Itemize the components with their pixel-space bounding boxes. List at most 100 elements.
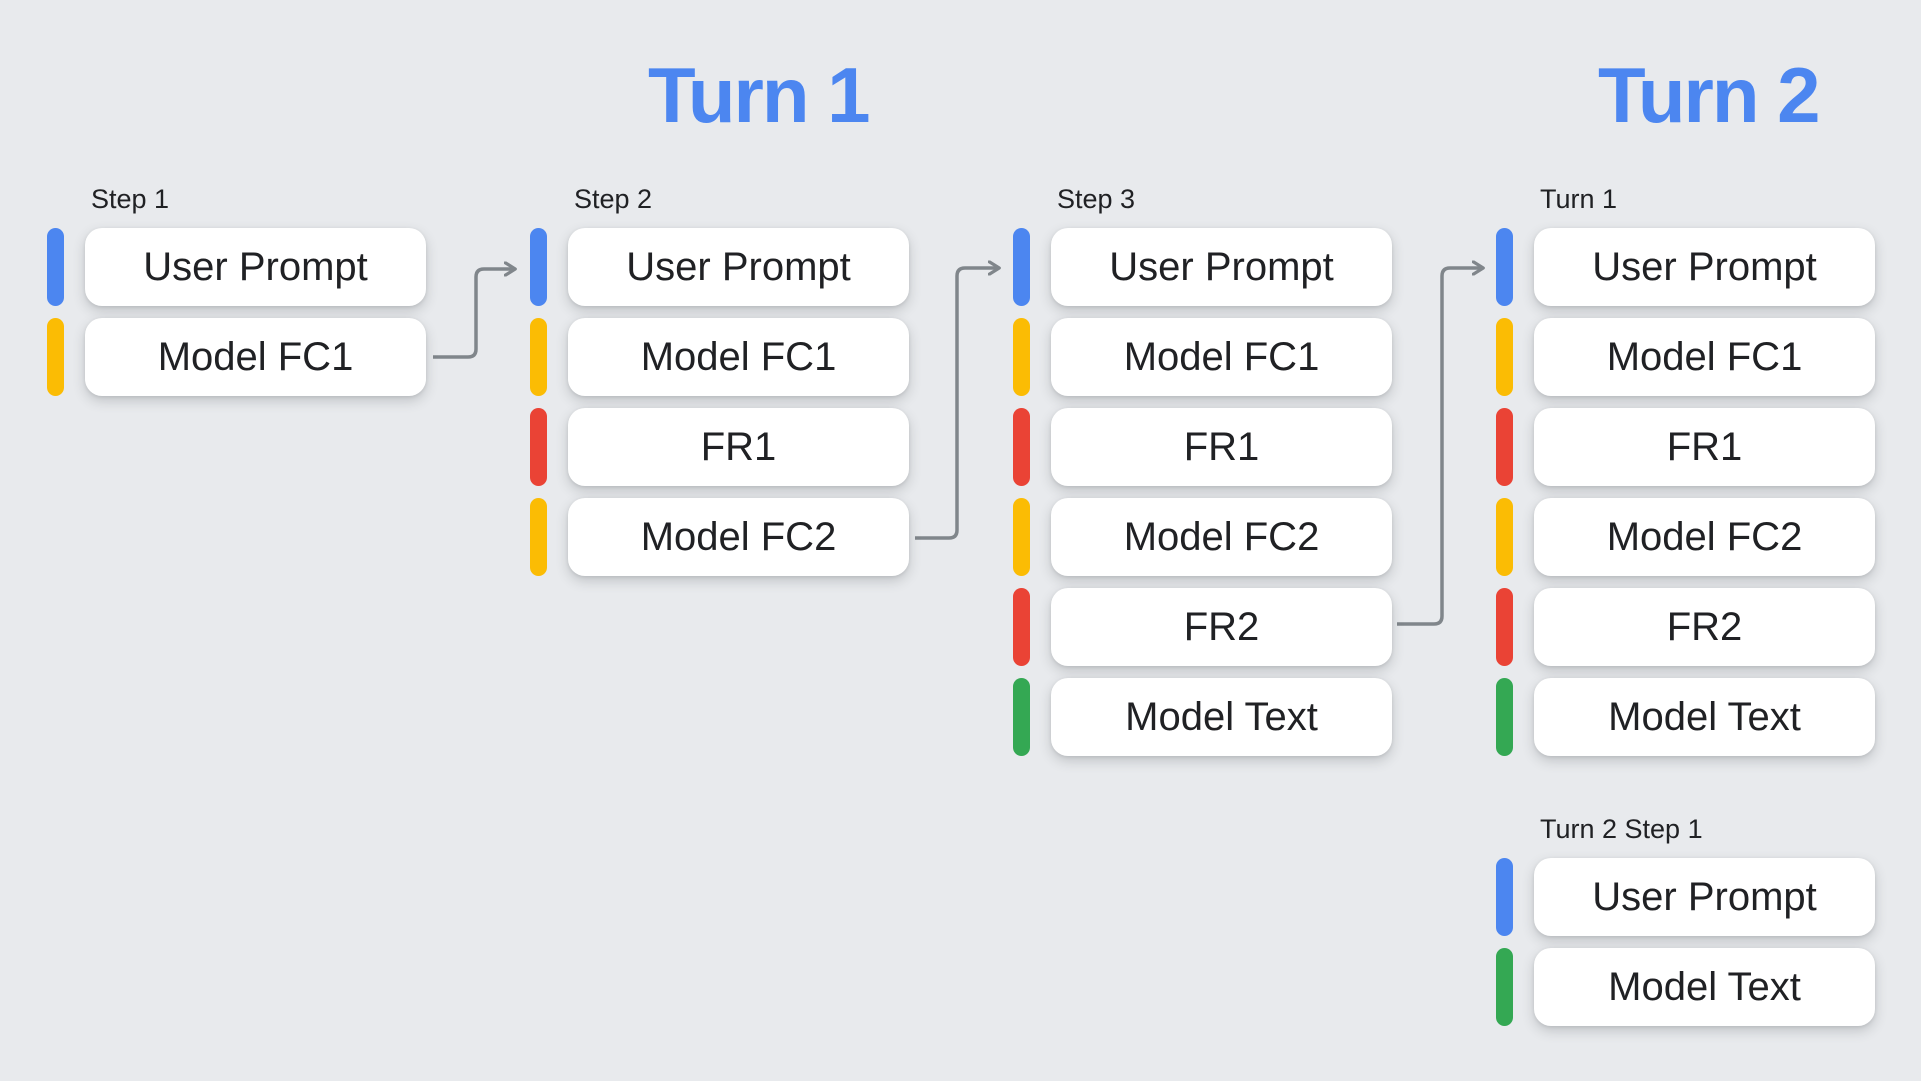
conversation-item-box: FR1 bbox=[1534, 408, 1875, 486]
conversation-item-box: Model FC1 bbox=[568, 318, 909, 396]
conversation-item-label: Model Text bbox=[1608, 695, 1801, 739]
conversation-item-row: Model FC2 bbox=[530, 498, 910, 576]
group-label: Step 3 bbox=[1057, 184, 1136, 214]
conversation-item-label: Model FC1 bbox=[640, 335, 837, 379]
conversation-item-box: User Prompt bbox=[1534, 228, 1875, 306]
model-function-call-bar bbox=[1496, 498, 1513, 576]
conversation-item-row: User Prompt bbox=[530, 228, 910, 306]
conversation-item-label: FR1 bbox=[1666, 425, 1743, 469]
conversation-item-label: FR1 bbox=[1183, 425, 1260, 469]
model-text-bar bbox=[1496, 948, 1513, 1026]
conversation-item-row: Model FC2 bbox=[1013, 498, 1393, 576]
conversation-item-label: Model FC2 bbox=[1606, 515, 1803, 559]
conversation-item-row: Model FC1 bbox=[530, 318, 910, 396]
group-rows: User Prompt Model FC1 FR1 Model FC2 bbox=[530, 228, 910, 576]
conversation-item-row: Model Text bbox=[1013, 678, 1393, 756]
conversation-item-row: Model Text bbox=[1496, 678, 1876, 756]
conversation-item-label: User Prompt bbox=[1592, 875, 1817, 919]
group-label: Turn 1 bbox=[1540, 184, 1618, 214]
conversation-item-box: FR1 bbox=[568, 408, 909, 486]
conversation-item-label: FR1 bbox=[700, 425, 777, 469]
conversation-item-row: Model FC1 bbox=[47, 318, 427, 396]
model-text-bar bbox=[1496, 678, 1513, 756]
conversation-item-label: User Prompt bbox=[143, 245, 368, 289]
conversation-item-label: Model FC1 bbox=[157, 335, 354, 379]
conversation-item-box: FR1 bbox=[1051, 408, 1392, 486]
conversation-item-row: FR2 bbox=[1496, 588, 1876, 666]
conversation-item-box: Model Text bbox=[1534, 678, 1875, 756]
conversation-item-label: Model FC1 bbox=[1123, 335, 1320, 379]
conversation-item-label: Model Text bbox=[1608, 965, 1801, 1009]
conversation-item-box: Model FC1 bbox=[1534, 318, 1875, 396]
conversation-item-row: User Prompt bbox=[1496, 858, 1876, 936]
conversation-item-box: FR2 bbox=[1051, 588, 1392, 666]
conversation-item-row: Model FC1 bbox=[1013, 318, 1393, 396]
user-prompt-bar bbox=[530, 228, 547, 306]
group-label: Step 2 bbox=[574, 184, 653, 214]
group-rows: User Prompt Model FC1 FR1 Model FC2 FR2 … bbox=[1496, 228, 1876, 756]
conversation-item-row: FR1 bbox=[530, 408, 910, 486]
user-prompt-bar bbox=[47, 228, 64, 306]
group-step-1: Step 1 User Prompt Model FC1 bbox=[47, 186, 427, 396]
model-function-call-bar bbox=[1013, 498, 1030, 576]
conversation-item-box: User Prompt bbox=[85, 228, 426, 306]
model-function-call-bar bbox=[530, 318, 547, 396]
group-rows: User Prompt Model FC1 FR1 Model FC2 FR2 … bbox=[1013, 228, 1393, 756]
model-function-call-bar bbox=[47, 318, 64, 396]
conversation-item-box: User Prompt bbox=[1534, 858, 1875, 936]
conversation-item-box: Model FC1 bbox=[85, 318, 426, 396]
function-response-bar bbox=[1496, 588, 1513, 666]
conversation-item-label: Model Text bbox=[1125, 695, 1318, 739]
conversation-item-box: User Prompt bbox=[1051, 228, 1392, 306]
conversation-item-label: User Prompt bbox=[1109, 245, 1334, 289]
group-step-2: Step 2 User Prompt Model FC1 FR1 Model F… bbox=[530, 186, 910, 576]
function-response-bar bbox=[1013, 408, 1030, 486]
conversation-item-row: User Prompt bbox=[1013, 228, 1393, 306]
conversation-item-row: Model Text bbox=[1496, 948, 1876, 1026]
conversation-item-box: Model FC2 bbox=[568, 498, 909, 576]
group-rows: User Prompt Model Text bbox=[1496, 858, 1876, 1026]
arrow-step2-to-step3 bbox=[915, 268, 998, 540]
user-prompt-bar bbox=[1013, 228, 1030, 306]
conversation-item-label: Model FC2 bbox=[640, 515, 837, 559]
function-response-bar bbox=[1013, 588, 1030, 666]
conversation-item-row: FR1 bbox=[1496, 408, 1876, 486]
group-label: Turn 2 Step 1 bbox=[1540, 814, 1703, 844]
conversation-item-row: Model FC2 bbox=[1496, 498, 1876, 576]
model-function-call-bar bbox=[1013, 318, 1030, 396]
model-function-call-bar bbox=[530, 498, 547, 576]
conversation-item-label: Model FC1 bbox=[1606, 335, 1803, 379]
conversation-item-row: FR2 bbox=[1013, 588, 1393, 666]
turn-2-header: Turn 2 bbox=[1598, 51, 1821, 139]
conversation-item-row: User Prompt bbox=[1496, 228, 1876, 306]
user-prompt-bar bbox=[1496, 858, 1513, 936]
conversation-item-box: Model Text bbox=[1534, 948, 1875, 1026]
conversation-item-box: User Prompt bbox=[568, 228, 909, 306]
group-turn-2-step-1: Turn 2 Step 1 User Prompt Model Text bbox=[1496, 816, 1876, 1026]
conversation-item-row: User Prompt bbox=[47, 228, 427, 306]
group-turn-1-summary: Turn 1 User Prompt Model FC1 FR1 Model F… bbox=[1496, 186, 1876, 756]
conversation-item-row: FR1 bbox=[1013, 408, 1393, 486]
conversation-item-label: Model FC2 bbox=[1123, 515, 1320, 559]
arrow-step1-to-step2 bbox=[433, 269, 514, 359]
model-text-bar bbox=[1013, 678, 1030, 756]
conversation-item-row: Model FC1 bbox=[1496, 318, 1876, 396]
conversation-item-box: Model Text bbox=[1051, 678, 1392, 756]
user-prompt-bar bbox=[1496, 228, 1513, 306]
conversation-item-box: Model FC1 bbox=[1051, 318, 1392, 396]
turn-1-header: Turn 1 bbox=[648, 51, 871, 139]
function-response-bar bbox=[530, 408, 547, 486]
arrow-step3-to-turn2 bbox=[1397, 268, 1482, 626]
model-function-call-bar bbox=[1496, 318, 1513, 396]
conversation-item-label: FR2 bbox=[1183, 605, 1260, 649]
group-rows: User Prompt Model FC1 bbox=[47, 228, 427, 396]
function-response-bar bbox=[1496, 408, 1513, 486]
conversation-item-box: FR2 bbox=[1534, 588, 1875, 666]
conversation-item-label: User Prompt bbox=[626, 245, 851, 289]
conversation-item-label: FR2 bbox=[1666, 605, 1743, 649]
conversation-item-box: Model FC2 bbox=[1534, 498, 1875, 576]
conversation-item-label: User Prompt bbox=[1592, 245, 1817, 289]
group-step-3: Step 3 User Prompt Model FC1 FR1 Model F… bbox=[1013, 186, 1393, 756]
group-label: Step 1 bbox=[91, 184, 170, 214]
